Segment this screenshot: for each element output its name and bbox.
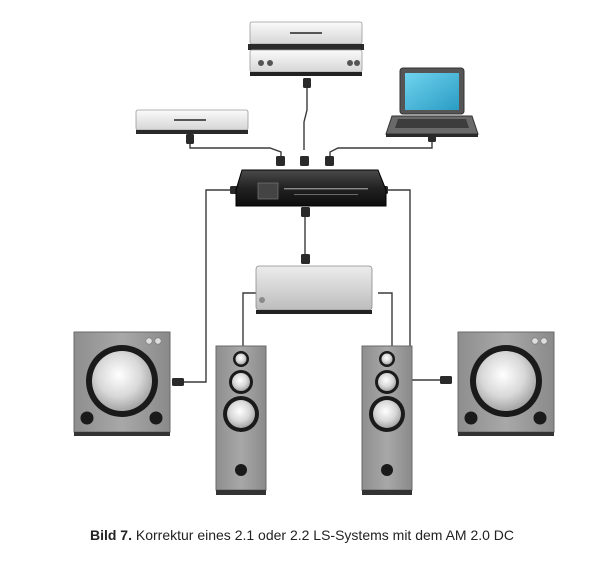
cable-top-device: [303, 84, 308, 150]
cable-right-speaker: [378, 292, 393, 348]
right-tower-speaker: [361, 345, 413, 495]
left-tower-speaker: [215, 345, 267, 495]
room-correction-processor: [235, 169, 387, 207]
amplifier: [255, 265, 373, 314]
caption-text: Korrektur eines 2.1 oder 2.2 LS-Systems …: [135, 527, 515, 543]
figure-caption: Bild 7. Korrektur eines 2.1 oder 2.2 LS-…: [0, 527, 604, 543]
left-source-device: [135, 109, 249, 134]
laptop: [385, 67, 479, 137]
processor-label-mark-2: [294, 194, 358, 195]
processor-label-mark: [284, 188, 368, 190]
cable-right-sub: [382, 189, 446, 381]
cable-left-device: [189, 134, 282, 160]
left-subwoofer: [73, 331, 171, 436]
cable-laptop: [329, 136, 433, 160]
right-subwoofer: [457, 331, 555, 436]
cable-left-sub: [182, 189, 236, 383]
top-audio-device: [248, 21, 364, 76]
cable-left-speaker: [242, 292, 256, 348]
caption-label: Bild 7.: [89, 527, 132, 543]
